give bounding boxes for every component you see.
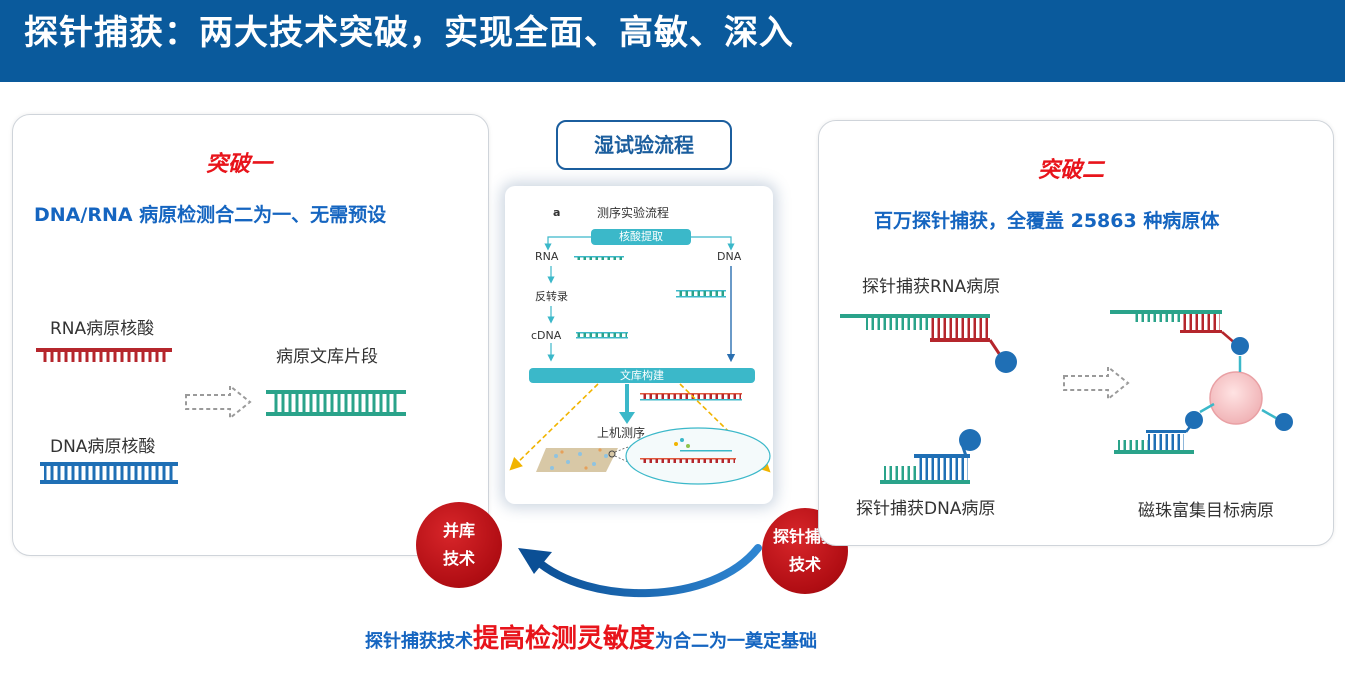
rna-label: RNA: [535, 250, 559, 263]
library-build-bar: 文库构建: [529, 368, 755, 383]
reverse-transcription-label: 反转录: [535, 290, 568, 303]
extraction-bar: 核酸提取: [591, 229, 691, 245]
flow-panel-letter: a: [553, 206, 561, 219]
bottom-summary-highlight: 提高检测灵敏度: [473, 624, 656, 654]
breakthrough-two-title: 突破二: [1038, 158, 1105, 183]
rna-nucleic-acid-label: RNA病原核酸: [50, 319, 155, 339]
breakthrough-one-title: 突破一: [206, 152, 273, 177]
breakthrough-two-subtitle: 百万探针捕获，全覆盖 25863 种病原体: [874, 210, 1220, 232]
probe-capture-dna-label: 探针捕获DNA病原: [856, 499, 996, 519]
bottom-summary-part2: 为合二为一奠定基础: [655, 631, 818, 652]
bead-enrichment-label: 磁珠富集目标病原: [1138, 501, 1274, 521]
page-title: 探针捕获：两大技术突破，实现全面、高敏、深入: [24, 13, 794, 53]
dna-nucleic-acid-label: DNA病原核酸: [50, 437, 156, 457]
cdna-label: cDNA: [531, 329, 562, 342]
dna-label: DNA: [717, 250, 742, 263]
breakthrough-one-subtitle: DNA/RNA 病原检测合二为一、无需预设: [34, 204, 387, 226]
sequencing-label: 上机测序: [597, 426, 646, 440]
pooling-tech-circle: 并库技术: [416, 502, 502, 588]
cycle-arrow-icon: [532, 544, 762, 598]
wet-lab-flow-title: 湿试验流程: [556, 120, 732, 170]
probe-capture-rna-label: 探针捕获RNA病原: [862, 277, 1001, 297]
flow-panel-title: 测序实验流程: [597, 206, 670, 220]
probe-capture-line2: 技术: [788, 555, 821, 574]
bottom-summary-part1: 探针捕获技术: [365, 631, 473, 652]
wet-lab-flow-card: a 测序实验流程 核酸提取 RNA DNA 反转录 cDNA 文库构建 上机测序: [505, 186, 773, 504]
pooling-tech-line2: 技术: [442, 549, 475, 568]
header-bar: 探针捕获：两大技术突破，实现全面、高敏、深入: [0, 0, 1345, 82]
library-fragment-label: 病原文库片段: [276, 347, 378, 367]
pooling-tech-line1: 并库: [442, 521, 475, 540]
bottom-summary: 探针捕获技术提高检测灵敏度为合二为一奠定基础: [365, 618, 817, 655]
